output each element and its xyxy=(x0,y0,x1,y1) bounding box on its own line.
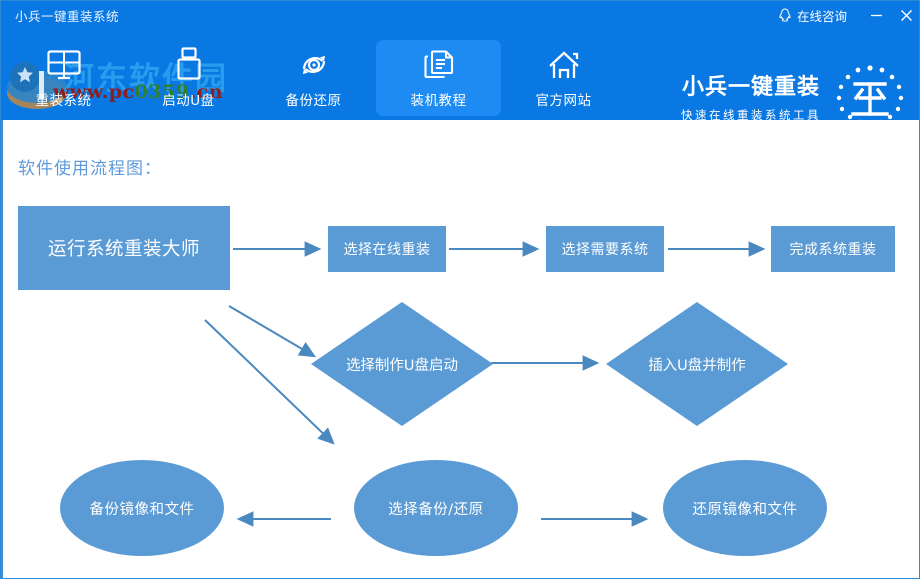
nav-item-list: 重装系统 启动U盘 xyxy=(1,29,626,120)
flow-node-label: 选择在线重装 xyxy=(343,242,431,258)
flow-node-label: 完成系统重装 xyxy=(789,242,877,258)
flow-node-choose-online-reinstall[interactable]: 选择在线重装 xyxy=(328,226,446,272)
flow-node-backup-image-and-files[interactable]: 备份镜像和文件 xyxy=(60,460,224,556)
nav-item-reinstall-system[interactable]: 重装系统 xyxy=(1,40,126,116)
minimize-button[interactable] xyxy=(861,1,891,29)
main-navigation: 河东软件园 www.pc0359.cn 重装系统 xyxy=(1,29,919,120)
flow-node-label: 还原镜像和文件 xyxy=(692,501,798,518)
restore-circular-arrows-icon xyxy=(297,47,331,81)
online-consult-label: 在线咨询 xyxy=(796,8,847,24)
flow-node-finish-reinstall[interactable]: 完成系统重装 xyxy=(771,226,895,272)
flow-node-label: 插入U盘并制作 xyxy=(648,357,746,374)
content-left-border xyxy=(1,120,3,578)
content-area: 软件使用流程图： xyxy=(1,120,919,578)
title-bar: 小兵一键重装系统 在线咨询 xyxy=(1,1,919,29)
nav-item-label: 重装系统 xyxy=(35,93,92,109)
nav-item-official-website[interactable]: 官方网站 xyxy=(501,40,626,116)
flow-node-label: 运行系统重装大师 xyxy=(47,239,200,260)
brand-text: 小兵一键重装 快速在线重装系统工具 xyxy=(681,69,821,120)
flow-node-label: 选择制作U盘启动 xyxy=(345,357,459,374)
brand-logo-icon xyxy=(829,60,911,120)
nav-item-install-tutorial[interactable]: 装机教程 xyxy=(376,40,501,116)
home-icon xyxy=(547,47,581,81)
online-consult-button[interactable]: 在线咨询 xyxy=(778,6,847,25)
brand-tagline: 快速在线重装系统工具 xyxy=(681,108,821,120)
flow-node-insert-usb-and-make[interactable]: 插入U盘并制作 xyxy=(606,302,788,426)
flow-node-run-reinstall-master[interactable]: 运行系统重装大师 xyxy=(18,206,230,290)
flow-node-label: 选择需要系统 xyxy=(561,242,649,258)
watermark-url: www.pc0359.cn xyxy=(53,81,224,103)
brand-block: 小兵一键重装 快速在线重装系统工具 xyxy=(681,57,911,120)
nav-item-label: 启动U盘 xyxy=(162,93,215,109)
flow-node-choose-make-usb-boot[interactable]: 选择制作U盘启动 xyxy=(311,302,493,426)
flow-node-label: 选择备份/还原 xyxy=(388,501,484,518)
nav-item-backup-restore[interactable]: 备份还原 xyxy=(251,40,376,116)
window-title: 小兵一键重装系统 xyxy=(15,8,120,24)
flow-node-choose-backup-restore[interactable]: 选择备份/还原 xyxy=(354,460,518,556)
edge-n1-n8 xyxy=(204,319,335,445)
nav-item-label: 装机教程 xyxy=(410,93,467,109)
flowchart-connectors xyxy=(204,241,766,527)
flow-node-label: 备份镜像和文件 xyxy=(89,501,195,518)
flow-node-restore-image-and-files[interactable]: 还原镜像和文件 xyxy=(663,460,827,556)
nav-item-label: 备份还原 xyxy=(285,93,342,109)
documents-icon xyxy=(422,47,456,81)
nav-item-boot-usb[interactable]: 启动U盘 xyxy=(126,40,251,116)
usb-drive-icon xyxy=(174,47,204,81)
page-title: 软件使用流程图： xyxy=(18,159,162,179)
watermark-logo-icon xyxy=(5,51,69,113)
nav-item-label: 官方网站 xyxy=(535,93,592,109)
qq-penguin-icon xyxy=(778,7,792,23)
close-button[interactable] xyxy=(891,1,919,29)
edge-n1-n5 xyxy=(228,305,317,358)
brand-name: 小兵一键重装 xyxy=(681,75,820,100)
flowchart: 运行系统重装大师 选择在线重装 选择需要系统 完成系统重装 选择制作U盘启动 插… xyxy=(1,120,919,578)
titlebar-controls: 在线咨询 xyxy=(778,1,919,29)
monitor-icon xyxy=(46,47,82,81)
flow-node-choose-needed-system[interactable]: 选择需要系统 xyxy=(546,226,664,272)
